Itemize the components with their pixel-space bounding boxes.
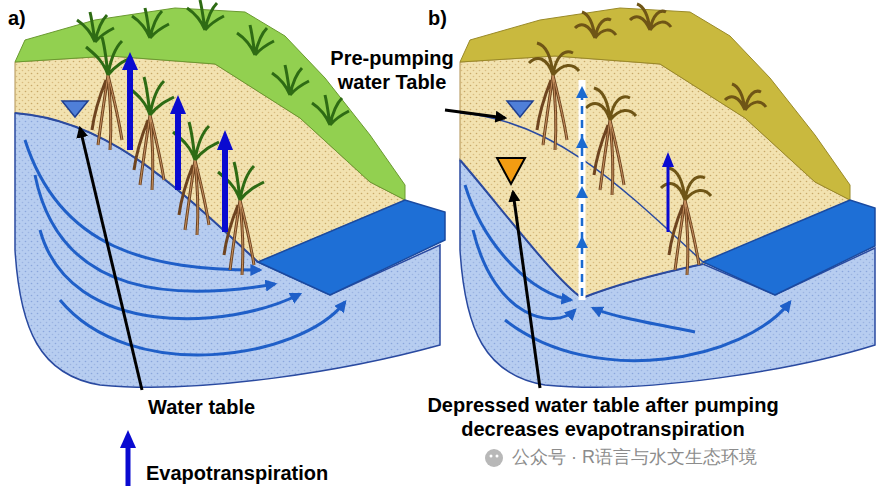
evapotranspiration-arrow [662, 152, 674, 232]
illustration-part [60, 300, 345, 355]
illustration-part [86, 37, 132, 150]
pumping-well [576, 80, 588, 300]
illustration-part [175, 112, 181, 190]
water-table-symbol [62, 101, 88, 117]
illustration-part [529, 43, 579, 150]
legend-label: Evapotranspiration [146, 461, 328, 485]
panel-b [460, 4, 875, 387]
illustration-part [490, 455, 493, 458]
illustration-part [126, 446, 131, 486]
illustration-part [576, 136, 588, 148]
plants [77, 0, 349, 275]
illustration-part [237, 25, 274, 55]
illustration-part [725, 84, 766, 110]
panel-letter: a) [8, 6, 26, 30]
callout-label: Water table [148, 395, 255, 419]
illustration-part [667, 165, 670, 232]
illustration-part [132, 8, 169, 38]
illustration-part [128, 77, 174, 190]
illustration-part [122, 52, 138, 70]
flow-lines [465, 185, 790, 361]
illustration-part [127, 68, 133, 150]
water-table-symbol [507, 101, 533, 117]
water-table-line [15, 113, 258, 262]
illustration-part [505, 302, 790, 361]
illustration-part [662, 152, 674, 167]
panel-letter: b) [428, 6, 447, 30]
leader-lines [80, 110, 540, 390]
land-surface [15, 8, 405, 200]
evapotranspiration-arrows [122, 52, 233, 232]
legend-arrow [120, 430, 136, 486]
illustration-part [170, 95, 186, 114]
illustration-part [630, 4, 671, 30]
illustration-part [593, 308, 695, 332]
plants [529, 4, 766, 275]
callout-label: Pre-pumping water Table [306, 46, 478, 94]
illustration-part [575, 12, 616, 38]
illustration-part [77, 12, 114, 42]
callout-label: Depressed water table after pumping decr… [378, 393, 828, 441]
illustration-part [576, 86, 588, 98]
illustration-part [485, 449, 503, 467]
illustration-part [576, 186, 588, 198]
land-surface [460, 8, 850, 200]
watermark: 公众号 · R语言与水文生态环境 [512, 447, 757, 469]
flow-lines [25, 140, 345, 355]
illustration-part [272, 65, 309, 95]
illustration-part [222, 148, 228, 232]
illustration-part [187, 0, 224, 30]
depressed-water-table-symbol [497, 158, 525, 184]
illustration-part [40, 230, 300, 319]
illustration-part [496, 455, 499, 458]
watermark-icon [485, 449, 503, 467]
illustration-part [513, 192, 540, 388]
illustration-part [80, 128, 142, 390]
illustration-part [312, 95, 349, 125]
illustration-part [586, 88, 636, 195]
illustration-part [465, 185, 571, 300]
illustration-part [217, 130, 233, 150]
illustration-part [445, 110, 505, 118]
lake [258, 200, 445, 295]
illustration-part [120, 430, 136, 448]
lake [703, 200, 875, 295]
illustration-part [576, 236, 588, 248]
